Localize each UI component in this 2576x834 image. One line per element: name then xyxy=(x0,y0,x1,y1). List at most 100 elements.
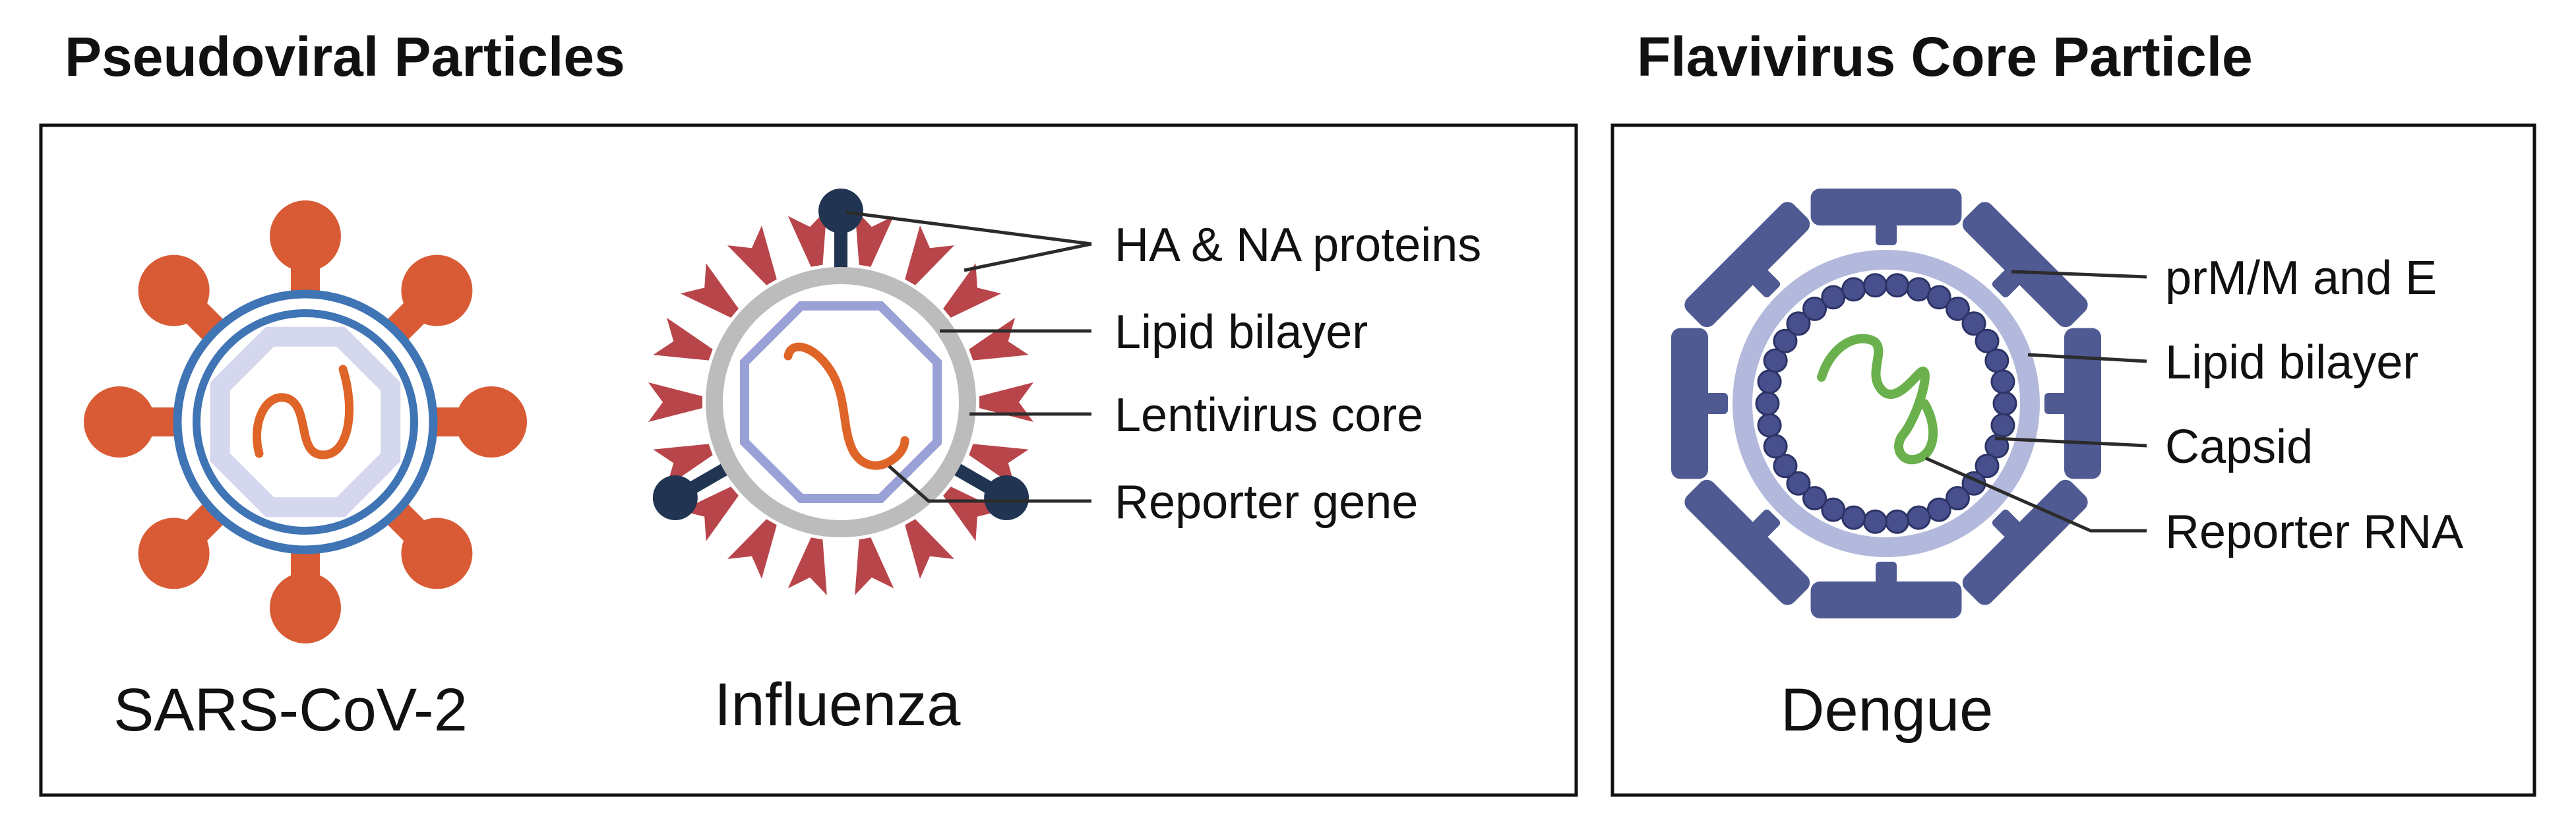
na-protein-head xyxy=(818,189,863,233)
envelope-protein-block xyxy=(2064,328,2101,479)
capsid-bead xyxy=(1945,296,1970,321)
influenza-reporter-gene xyxy=(783,342,909,470)
label-lentivirus-core: Lentivirus core xyxy=(1115,389,1423,442)
membrane-anchor xyxy=(1876,223,1897,245)
envelope-protein-block xyxy=(1684,479,1810,605)
envelope-protein-segment xyxy=(1962,479,2088,605)
flavivirus-panel-frame xyxy=(1610,123,2536,797)
label-reporter-rna: Reporter RNA xyxy=(2165,506,2463,558)
ha-protein xyxy=(905,225,954,285)
capsid-bead xyxy=(1757,413,1782,438)
envelope-protein-segment xyxy=(1810,189,1962,245)
leader-prm-m-e xyxy=(2011,270,2147,279)
membrane-anchor xyxy=(2044,393,2067,414)
envelope-protein-block xyxy=(1810,189,1962,225)
membrane-anchor xyxy=(1752,270,1781,298)
ha-protein xyxy=(855,209,894,267)
pseudoviral-panel-frame xyxy=(39,123,1578,797)
capsid-bead xyxy=(1821,285,1846,310)
capsid-bead xyxy=(1926,285,1951,310)
leader-capsid xyxy=(1994,436,2147,448)
membrane-anchor xyxy=(1705,393,1728,414)
influenza-name: Influenza xyxy=(714,671,961,738)
capsid-bead xyxy=(1984,434,2009,459)
na-protein-head xyxy=(652,475,698,520)
sars-cov-2-particle xyxy=(84,200,527,643)
capsid-bead xyxy=(1763,348,1788,373)
capsid-bead xyxy=(1906,505,1931,530)
capsid-bead xyxy=(1841,505,1866,530)
ha-protein xyxy=(648,382,702,422)
ha-protein xyxy=(727,519,777,579)
na-protein-head xyxy=(984,475,1029,520)
sars-spike-head xyxy=(270,200,341,272)
dengue-reporter-rna xyxy=(1817,334,1938,465)
capsid-bead xyxy=(1992,391,2017,416)
capsid-bead xyxy=(1773,454,1798,479)
sars-spike-head xyxy=(84,386,155,458)
dengue-capsid xyxy=(1755,273,2017,534)
sars-spike-head xyxy=(401,254,473,326)
dengue-lipid-bilayer xyxy=(1733,250,2040,557)
label-prm-m-and-e: prM/M and E xyxy=(2165,252,2437,305)
capsid-bead xyxy=(1786,311,1811,336)
label-ha-na-proteins: HA & NA proteins xyxy=(1115,219,1481,272)
capsid-bead xyxy=(1763,434,1788,459)
capsid-bead xyxy=(1757,369,1782,394)
capsid-bead xyxy=(1990,413,2015,438)
ha-protein xyxy=(653,317,713,361)
leader-reporter-gene xyxy=(888,465,1091,503)
prm-m-and-e-proteins xyxy=(1671,189,2101,618)
capsid-bead xyxy=(1773,328,1798,353)
membrane-anchor xyxy=(1876,562,1897,584)
sars-cov-2-name: SARS-CoV-2 xyxy=(113,676,468,744)
capsid-bead xyxy=(1821,497,1846,522)
envelope-protein-segment xyxy=(2044,328,2101,479)
envelope-protein-segment xyxy=(1671,328,1728,479)
sars-spike-head xyxy=(138,254,210,326)
capsid-bead xyxy=(1885,509,1910,534)
membrane-anchor xyxy=(1992,270,2020,298)
label-dengue-lipid-bilayer: Lipid bilayer xyxy=(2165,336,2418,389)
capsid-bead xyxy=(1786,471,1811,496)
influenza-particle xyxy=(648,189,1033,595)
sars-reporter-gene xyxy=(253,365,353,460)
capsid-bead xyxy=(1975,328,2000,353)
ha-protein xyxy=(681,263,739,318)
membrane-anchor xyxy=(1992,509,2020,537)
ha-protein xyxy=(727,225,777,285)
envelope-protein-block xyxy=(1671,328,1708,479)
label-lipid-bilayer: Lipid bilayer xyxy=(1115,306,1368,359)
ha-protein xyxy=(653,444,713,487)
capsid-bead xyxy=(1802,296,1827,321)
ha-protein xyxy=(943,263,1001,318)
leader-reporter-rna xyxy=(1924,456,2147,533)
na-proteins xyxy=(652,189,1029,520)
envelope-protein-block xyxy=(1962,202,2088,328)
envelope-protein-block xyxy=(1684,202,1810,328)
capsid-bead xyxy=(1926,497,1951,522)
capsid-bead xyxy=(1862,509,1887,534)
capsid-bead xyxy=(1990,369,2015,394)
ha-protein xyxy=(787,209,827,267)
capsid-bead xyxy=(1984,348,2009,373)
ha-protein xyxy=(787,537,827,595)
dengue-name: Dengue xyxy=(1781,676,1993,744)
ha-protein xyxy=(969,317,1029,361)
ha-protein xyxy=(905,519,954,579)
ha-protein xyxy=(855,537,894,595)
capsid-bead xyxy=(1755,391,1780,416)
capsid-bead xyxy=(1885,273,1910,298)
label-reporter-gene: Reporter gene xyxy=(1115,476,1418,529)
capsid-bead xyxy=(1961,311,1986,336)
ha-protein xyxy=(979,382,1033,422)
envelope-protein-block xyxy=(1962,479,2088,605)
capsid-bead xyxy=(1906,277,1931,302)
capsid-bead xyxy=(1862,273,1887,298)
capsid-bead xyxy=(1802,486,1827,511)
envelope-protein-segment xyxy=(1962,202,2088,328)
membrane-anchor xyxy=(1752,509,1781,537)
envelope-protein-segment xyxy=(1684,479,1810,605)
dengue-leader-lines xyxy=(1924,270,2147,533)
